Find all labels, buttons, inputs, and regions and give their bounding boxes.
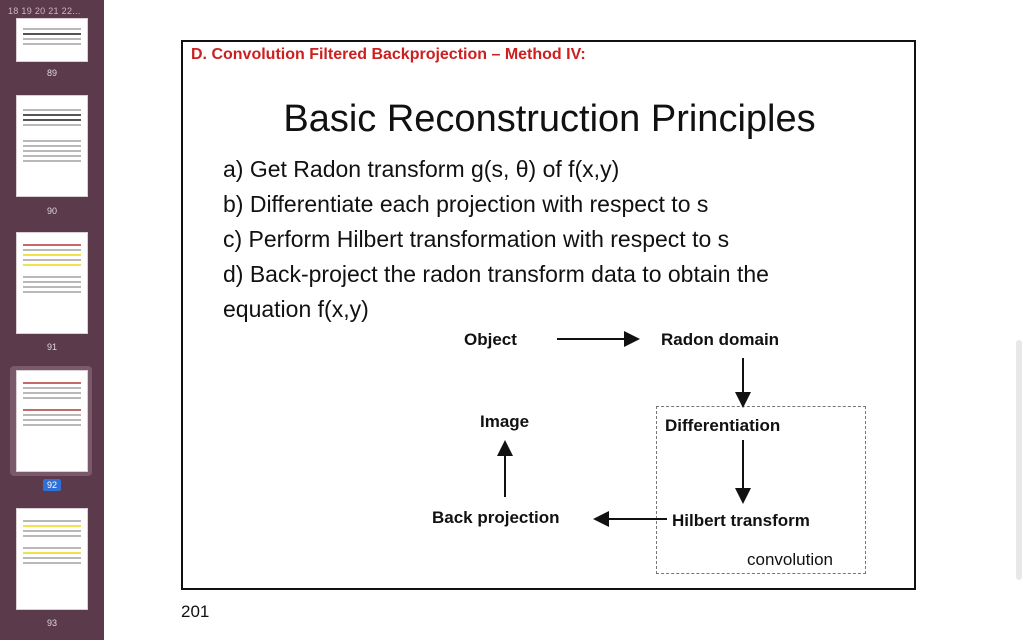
diagram-convolution-label: convolution [747, 550, 834, 569]
thumbnail-page-93[interactable] [16, 508, 88, 610]
thumbnail-page-90[interactable] [16, 95, 88, 197]
page-number: 201 [181, 602, 210, 621]
convolution-dashed-box [656, 406, 866, 574]
thumbnail-label-93: 93 [46, 618, 57, 628]
diagram-hilbert-transform-label: Hilbert transform [672, 511, 810, 530]
sidebar-top-label: 18 19 20 21 22... [8, 6, 81, 16]
thumbnail-page-92[interactable] [16, 370, 88, 472]
thumbnail-sidebar[interactable]: 18 19 20 21 22... 89 90 91 92 93 [0, 0, 104, 640]
diagram-image-label: Image [480, 412, 530, 431]
bullet-item: a) Get Radon transform g(s, θ) of f(x,y) [223, 156, 620, 182]
bullet-item: equation f(x,y) [223, 296, 369, 322]
slide-title: Basic Reconstruction Principles [283, 98, 816, 140]
thumbnail-label-91: 91 [46, 342, 57, 352]
thumbnail-page-91[interactable] [16, 232, 88, 334]
thumbnail-label-89: 89 [46, 68, 57, 78]
vertical-scrollbar[interactable] [1016, 340, 1022, 580]
slide-section-header: D. Convolution Filtered Backprojection –… [191, 46, 586, 63]
diagram-back-projection-label: Back projection [432, 508, 560, 527]
thumbnail-label-92: 92 [0, 479, 104, 491]
bullet-item: d) Back-project the radon transform data… [223, 261, 769, 287]
diagram-differentiation-label: Differentiation [665, 416, 781, 435]
thumbnail-page-89[interactable] [16, 18, 88, 62]
bullet-item: b) Differentiate each projection with re… [223, 191, 709, 217]
thumbnail-label-90: 90 [46, 206, 57, 216]
diagram-radon-domain-label: Radon domain [661, 330, 780, 349]
bullet-list: a) Get Radon transform g(s, θ) of f(x,y)… [223, 152, 883, 327]
diagram-object-label: Object [464, 330, 517, 349]
bullet-item: c) Perform Hilbert transformation with r… [223, 226, 730, 252]
slide-content: D. Convolution Filtered Backprojection –… [181, 40, 916, 590]
